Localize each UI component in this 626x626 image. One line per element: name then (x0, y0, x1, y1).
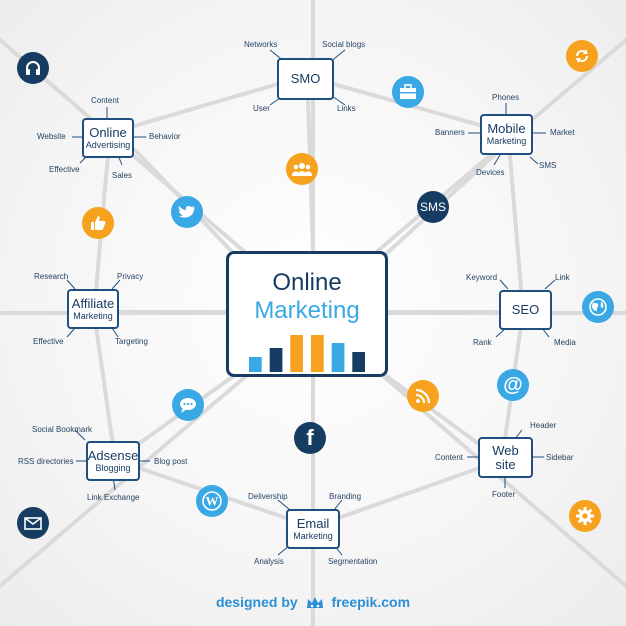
twitter-icon (171, 196, 203, 228)
facebook-icon: f (294, 422, 326, 454)
node-mobile-marketing-subtitle: Marketing (486, 136, 527, 147)
label-content-web: Content (435, 453, 464, 462)
node-email-marketing-title: Email (296, 515, 330, 531)
mail-icon (17, 507, 49, 539)
center-bar-6 (352, 352, 365, 372)
node-web-site: Web site (478, 437, 533, 478)
label-effective-affiliate: Effective (33, 337, 64, 346)
node-online-advertising-subtitle: Advertising (85, 139, 131, 150)
freepik-logo-icon (306, 597, 323, 609)
node-seo-title: SEO (511, 302, 540, 318)
label-targeting: Targeting (115, 337, 148, 346)
headphones-icon (17, 52, 49, 84)
node-email-marketing: Email Marketing (286, 509, 340, 549)
attribution-footer: designed by freepik.com (0, 594, 626, 611)
label-delivership: Delivership (248, 492, 288, 501)
node-mobile-marketing: Mobile Marketing (480, 114, 533, 155)
people-icon (286, 153, 318, 185)
center-bar-4 (311, 335, 324, 372)
node-mobile-marketing-title: Mobile (487, 121, 526, 137)
label-rank: Rank (473, 338, 492, 347)
briefcase-icon (392, 76, 424, 108)
node-affiliate-marketing: Affiliate Marketing (67, 289, 119, 329)
label-link: Link (555, 273, 570, 282)
node-affiliate-marketing-subtitle: Marketing (73, 310, 113, 321)
label-sales: Sales (112, 171, 133, 180)
center-bar-1 (249, 357, 262, 372)
svg-text:W: W (206, 494, 219, 509)
node-adsense-blogging-title: Adsense (87, 447, 139, 463)
node-email-marketing-subtitle: Marketing (293, 530, 333, 541)
refresh-icon (566, 40, 598, 72)
label-banners: Banners (435, 128, 465, 137)
label-keyword: Keyword (466, 273, 498, 282)
label-analysis: Analysis (254, 557, 284, 566)
globe-icon (582, 291, 614, 323)
label-links: Links (337, 104, 356, 113)
footer-designed-by: designed by (215, 594, 298, 610)
node-online-advertising-title: Online (89, 124, 127, 140)
label-header: Header (530, 421, 557, 430)
label-sms: SMS (539, 161, 557, 170)
label-segmentation: Segmentation (328, 557, 378, 566)
label-effective-ads: Effective (49, 165, 80, 174)
node-adsense-blogging-subtitle: Blogging (95, 462, 131, 473)
gear-icon (569, 500, 601, 532)
center-title-line2: Marketing (254, 297, 360, 324)
chat-icon (172, 389, 204, 421)
center-bar-3 (290, 335, 303, 372)
footer-brand: freepik.com (331, 594, 411, 610)
label-link-exchange: Link Exchange (87, 493, 140, 502)
at-icon-text: @ (503, 373, 523, 396)
node-affiliate-marketing-title: Affiliate (71, 295, 115, 311)
node-smo: SMO (277, 58, 334, 100)
wordpress-icon: W (196, 485, 228, 517)
thumbs-up-icon (82, 207, 114, 239)
node-adsense-blogging: Adsense Blogging (86, 441, 140, 481)
center-bar-chart (249, 335, 365, 372)
center-bar-5 (331, 343, 345, 372)
at-icon: @ (497, 369, 529, 401)
center-node-online-marketing: Online Marketing (226, 251, 388, 377)
sms-icon: SMS (417, 191, 449, 223)
label-devices: Devices (476, 168, 505, 177)
node-web-site-subtitle: site (495, 456, 516, 472)
label-content: Content (91, 96, 120, 105)
label-phones: Phones (492, 93, 520, 102)
label-social-blogs: Social blogs (322, 40, 366, 49)
label-footer: Footer (492, 490, 516, 499)
label-behavior: Behavior (149, 132, 181, 141)
label-sidebar: Sidebar (546, 453, 574, 462)
label-media: Media (554, 338, 576, 347)
sms-icon-text: SMS (419, 200, 446, 214)
label-research: Research (34, 272, 69, 281)
label-website: Website (37, 132, 66, 141)
node-online-advertising: Online Advertising (82, 118, 134, 158)
node-smo-title: SMO (290, 71, 321, 87)
label-social-bookmark: Social Bookmark (32, 425, 93, 434)
label-networks: Networks (244, 40, 278, 49)
label-user: User (253, 104, 270, 113)
label-rss-directories: RSS directories (18, 457, 74, 466)
label-privacy: Privacy (117, 272, 144, 281)
label-branding: Branding (329, 492, 362, 501)
center-bar-2 (269, 348, 283, 372)
rss-icon (407, 380, 439, 412)
node-seo: SEO (499, 290, 552, 330)
label-market: Market (550, 128, 575, 137)
center-title-line1: Online (272, 269, 342, 296)
facebook-icon-text: f (306, 425, 314, 450)
node-web-site-title: Web (492, 442, 519, 458)
label-blog-post: Blog post (154, 457, 188, 466)
